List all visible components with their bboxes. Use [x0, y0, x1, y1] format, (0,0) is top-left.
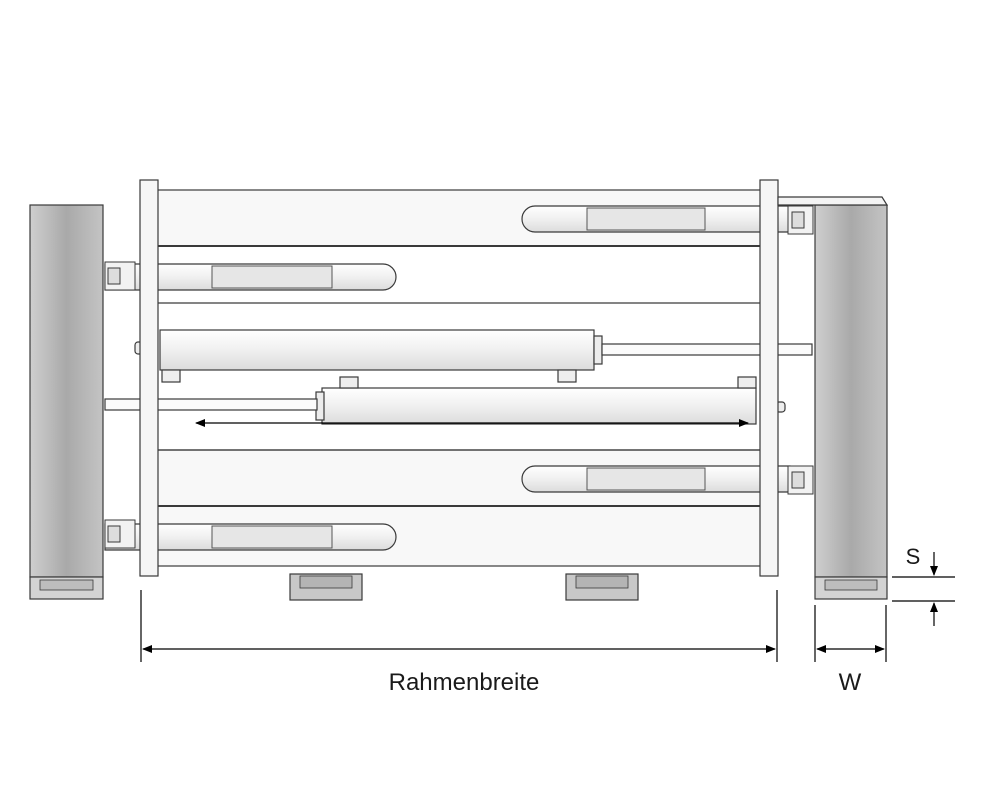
fork-width-dimension [814, 605, 887, 662]
fork-arms [29, 196, 889, 600]
fork-width-label: W [839, 669, 862, 696]
right-post [759, 179, 779, 577]
cylinder-lower-body [321, 387, 757, 425]
frame-width-dimension [140, 590, 778, 662]
fork-gap-dimension [892, 552, 955, 626]
left-post [139, 179, 159, 577]
cylinder-lower-rod [104, 398, 318, 411]
fork-gap-label: S [906, 544, 921, 569]
hydraulic-cylinders [104, 329, 813, 427]
support-pads [289, 573, 639, 601]
vertical-posts [139, 179, 779, 577]
carriage-frame [149, 189, 771, 567]
cylinder-upper-body [159, 329, 595, 371]
frame-width-label: Rahmenbreite [389, 669, 540, 696]
fork-hooks [104, 205, 814, 549]
cylinder-upper-rod [601, 343, 813, 356]
guide-bars [104, 205, 791, 551]
fork-right [814, 204, 888, 578]
fork-left [29, 204, 104, 578]
